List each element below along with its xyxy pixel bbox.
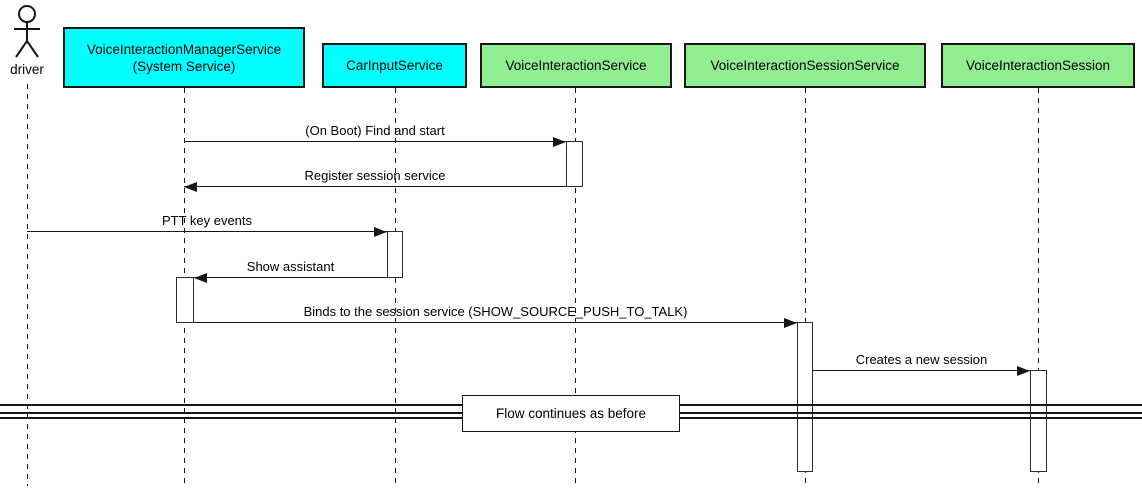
message-register-session-service: Register session service — [184, 165, 566, 192]
message-ptt-key-events: PTT key events — [27, 210, 387, 237]
actor-icon — [14, 5, 40, 58]
message-label: PTT key events — [161, 213, 253, 228]
message-label: Show assistant — [246, 259, 335, 274]
participant-label: VoiceInteractionService — [505, 58, 647, 73]
participant-car-input-service: CarInputService — [322, 43, 467, 88]
message-binds-to-session-service: Binds to the session service (SHOW_SOURC… — [194, 301, 797, 328]
message-label: Register session service — [304, 168, 446, 183]
participant-voice-interaction-manager-service: VoiceInteractionManagerService (System S… — [63, 27, 305, 88]
activation-bar-voice-interaction-manager-service — [176, 277, 194, 323]
arrowhead-right-icon — [1017, 366, 1030, 376]
lifeline-driver — [27, 84, 28, 486]
activation-bar-voice-interaction-service — [566, 141, 583, 187]
arrowhead-right-icon — [784, 318, 797, 328]
arrowhead-right-icon — [374, 227, 387, 237]
arrowhead-left-icon — [194, 273, 207, 283]
lifeline-car-input-service — [395, 88, 396, 486]
message-line — [813, 369, 1030, 371]
participant-label: VoiceInteractionSessionService — [710, 58, 900, 73]
participant-voice-interaction-session: VoiceInteractionSession — [941, 43, 1135, 88]
message-label: (On Boot) Find and start — [305, 123, 445, 138]
participant-sublabel: (System Service) — [132, 58, 236, 74]
message-line — [184, 185, 566, 187]
arrowhead-right-icon — [553, 137, 566, 147]
arrowhead-left-icon — [184, 182, 197, 192]
message-on-boot-find-and-start: (On Boot) Find and start — [184, 120, 566, 147]
activation-bar-voice-interaction-session — [1030, 370, 1047, 472]
activation-bar-voice-interaction-session-service — [797, 322, 813, 472]
message-creates-a-new-session: Creates a new session — [813, 349, 1030, 376]
participant-label: VoiceInteractionManagerService — [86, 41, 282, 57]
actor-label: driver — [10, 62, 44, 77]
participant-voice-interaction-service: VoiceInteractionService — [480, 43, 672, 88]
activation-bar-car-input-service — [387, 231, 403, 278]
participant-label: VoiceInteractionSession — [965, 58, 1111, 73]
message-line — [194, 276, 387, 278]
message-line — [194, 321, 797, 323]
lifeline-voice-interaction-session-service — [805, 88, 806, 486]
divider-label: Flow continues as before — [495, 406, 647, 421]
message-label: Binds to the session service (SHOW_SOURC… — [303, 304, 688, 319]
lifeline-voice-interaction-session — [1038, 88, 1039, 486]
message-line — [184, 140, 566, 142]
participant-voice-interaction-session-service: VoiceInteractionSessionService — [684, 43, 926, 88]
message-show-assistant: Show assistant — [194, 256, 387, 283]
participant-label: CarInputService — [346, 58, 443, 73]
lifeline-voice-interaction-service — [575, 88, 576, 486]
divider-label-box: Flow continues as before — [462, 395, 680, 432]
message-label: Creates a new session — [855, 352, 988, 367]
message-line — [27, 230, 387, 232]
